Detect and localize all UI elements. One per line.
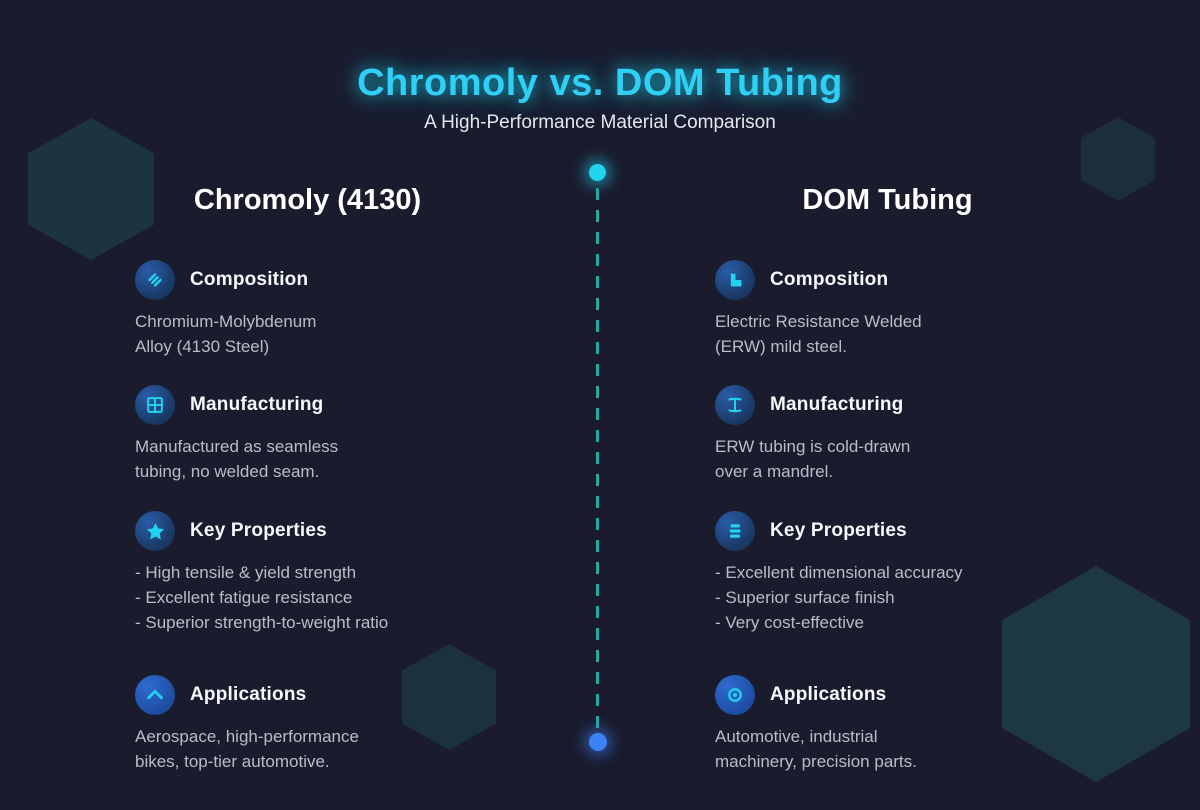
divider-bottom-dot	[589, 733, 607, 751]
section-heading: Key Properties	[190, 520, 327, 541]
section-chromoly-composition: Composition Chromium-Molybdenum Alloy (4…	[135, 260, 555, 359]
section-body: Electric Resistance Welded (ERW) mild st…	[715, 312, 922, 356]
section-heading: Key Properties	[770, 520, 907, 541]
section-body: Chromium-Molybdenum Alloy (4130 Steel)	[135, 312, 317, 356]
alloy-stripes-icon	[135, 260, 175, 300]
column-header-dom: DOM Tubing	[802, 184, 973, 216]
star-icon	[135, 511, 175, 551]
section-heading: Manufacturing	[190, 394, 324, 415]
divider-dashed-line	[596, 188, 599, 734]
divider-top-dot	[589, 164, 606, 181]
stacked-bars-icon	[715, 511, 755, 551]
section-heading: Composition	[770, 269, 889, 290]
chevron-up-icon	[135, 675, 175, 715]
page-title: Chromoly vs. DOM Tubing	[357, 62, 843, 104]
section-heading: Composition	[190, 269, 309, 290]
section-heading: Applications	[770, 684, 887, 705]
section-chromoly-manufacturing: Manufacturing Manufactured as seamless t…	[135, 385, 555, 484]
mandrel-beam-icon	[715, 385, 755, 425]
section-dom-applications: Applications Automotive, industrial mach…	[715, 675, 1135, 774]
hexagon-decoration	[1081, 117, 1155, 201]
section-heading: Manufacturing	[770, 394, 904, 415]
hexagon-decoration	[28, 118, 154, 260]
section-body: - Excellent dimensional accuracy - Super…	[715, 563, 963, 632]
corner-l-icon	[715, 260, 755, 300]
section-chromoly-applications: Applications Aerospace, high-performance…	[135, 675, 555, 774]
section-body: ERW tubing is cold-drawn over a mandrel.	[715, 437, 911, 481]
section-dom-manufacturing: Manufacturing ERW tubing is cold-drawn o…	[715, 385, 1135, 484]
hexagon-decoration	[402, 644, 496, 750]
section-dom-key-properties: Key Properties - Excellent dimensional a…	[715, 511, 1135, 635]
section-body: Automotive, industrial machinery, precis…	[715, 727, 917, 771]
section-dom-composition: Composition Electric Resistance Welded (…	[715, 260, 1135, 359]
page-subtitle: A High-Performance Material Comparison	[424, 112, 776, 133]
section-chromoly-key-properties: Key Properties - High tensile & yield st…	[135, 511, 555, 635]
section-body: Manufactured as seamless tubing, no weld…	[135, 437, 339, 481]
hexagon-decoration	[1002, 566, 1190, 782]
column-header-chromoly: Chromoly (4130)	[193, 184, 422, 216]
target-icon	[715, 675, 755, 715]
section-body: - High tensile & yield strength - Excell…	[135, 563, 389, 632]
section-heading: Applications	[190, 684, 307, 705]
section-body: Aerospace, high-performance bikes, top-t…	[135, 727, 359, 771]
grid-icon	[135, 385, 175, 425]
